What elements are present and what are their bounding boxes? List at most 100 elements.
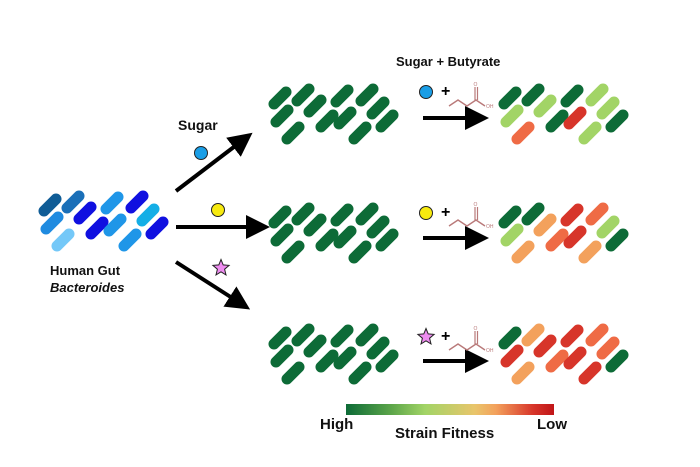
bacterium-rod: [303, 94, 327, 118]
arrow-to-blue-sugar: [174, 132, 253, 193]
plus-sign: +: [441, 83, 450, 100]
bacterium-rod: [366, 215, 390, 239]
arrow-to-star-sugar: [174, 260, 251, 310]
bacterium-rod: [348, 121, 372, 145]
bacterium-rod: [355, 83, 379, 107]
bacterium-rod: [605, 228, 629, 252]
sugar-butyrate-label: Sugar + Butyrate: [396, 54, 501, 69]
bacterium-rod: [291, 323, 315, 347]
sugar-label: Sugar: [178, 117, 218, 133]
bacterium-rod: [578, 240, 602, 264]
bacterium-rod: [38, 193, 62, 217]
bacterium-rod: [355, 202, 379, 226]
bacterium-rod: [268, 326, 292, 350]
bacterium-rod: [585, 83, 609, 107]
star-sugar-bacteria-group: [268, 323, 399, 385]
bacterium-rod: [85, 216, 109, 240]
bacterium-rod: [511, 240, 535, 264]
bacterium-rod: [270, 344, 294, 368]
bacterium-rod: [585, 202, 609, 226]
source-label: Human Gut Bacteroides: [50, 262, 124, 296]
bacterium-rod: [291, 202, 315, 226]
bacterium-rod: [596, 336, 620, 360]
blue-butyrate-bacteria-group: [498, 83, 629, 145]
bacterium-rod: [291, 83, 315, 107]
bacterium-rod: [585, 323, 609, 347]
bacterium-rod: [268, 205, 292, 229]
bacterium-rod: [348, 240, 372, 264]
bacterium-rod: [366, 336, 390, 360]
bacterium-rod: [366, 96, 390, 120]
yellow-butyrate-bacteria-group: [498, 202, 629, 264]
bacterium-rod: [500, 223, 524, 247]
bacterium-rod: [100, 191, 124, 215]
bacterium-rod: [268, 86, 292, 110]
oxygen-atom-label: O: [474, 326, 478, 332]
pink-sugar-star-icon: [416, 327, 436, 345]
bacterium-rod: [521, 202, 545, 226]
bacterium-rod: [118, 228, 142, 252]
bacterium-rod: [563, 346, 587, 370]
hydroxyl-label: OH: [486, 104, 494, 110]
bacterium-rod: [303, 213, 327, 237]
bacterium-rod: [355, 323, 379, 347]
yellow-sugar-circle-icon: [419, 206, 433, 220]
butyrate-chain: [448, 99, 486, 107]
pink-sugar-star-icon: [211, 258, 231, 276]
blue-sugar-bacteria-group: [268, 83, 399, 145]
butyrate-chain: [448, 219, 486, 227]
bacterium-rod: [125, 190, 149, 214]
butyrate-chain: [448, 343, 486, 351]
bacterium-rod: [145, 216, 169, 240]
oxygen-atom-label: O: [474, 82, 478, 88]
bacterium-rod: [40, 211, 64, 235]
bacterium-rod: [51, 228, 75, 252]
bacterium-rod: [281, 361, 305, 385]
butyrate-molecule-icon: O OH: [448, 326, 494, 354]
source-label-line2: Bacteroides: [50, 280, 125, 295]
bacterium-rod: [303, 334, 327, 358]
bacterium-rod: [348, 361, 372, 385]
bacterium-rod: [73, 201, 97, 225]
bacterium-rod: [521, 323, 545, 347]
strain-fitness-gradient-bar: [346, 404, 554, 415]
bacterium-rod: [511, 121, 535, 145]
bacterium-rod: [375, 228, 399, 252]
bacterium-rod: [596, 96, 620, 120]
bacterium-rod: [560, 203, 584, 227]
bacterium-rod: [578, 361, 602, 385]
plus-sign: +: [441, 328, 450, 345]
butyrate-molecule-icon: O OH: [448, 202, 494, 230]
bacterium-rod: [521, 83, 545, 107]
bacterium-rod: [545, 109, 569, 133]
bacterium-rod: [333, 346, 357, 370]
hydroxyl-label: OH: [486, 224, 494, 230]
bacterium-rod: [333, 106, 357, 130]
bacterium-rod: [563, 106, 587, 130]
bacterium-rod: [333, 225, 357, 249]
source-bacteria-group: [38, 190, 169, 252]
butyrate-molecule-icon: O OH: [448, 82, 494, 110]
legend-high-label: High: [320, 416, 354, 433]
bacterium-rod: [330, 84, 354, 108]
legend-low-label: Low: [537, 416, 567, 433]
hydroxyl-label: OH: [486, 348, 494, 354]
bacterium-rod: [578, 121, 602, 145]
bacterium-rod: [596, 215, 620, 239]
bacterium-rod: [136, 203, 160, 227]
bacterium-rod: [605, 349, 629, 373]
bacterium-rod: [281, 240, 305, 264]
bacterium-rod: [281, 121, 305, 145]
bacterium-rod: [533, 94, 557, 118]
bacterium-rod: [330, 203, 354, 227]
bacterium-rod: [270, 104, 294, 128]
yellow-sugar-bacteria-group: [268, 202, 399, 264]
oxygen-atom-label: O: [474, 202, 478, 208]
bacterium-rod: [103, 213, 127, 237]
bacterium-rod: [545, 228, 569, 252]
bacterium-rod: [315, 349, 339, 373]
bacterium-rod: [560, 324, 584, 348]
bacterium-rod: [500, 344, 524, 368]
yellow-sugar-circle-icon: [211, 203, 225, 217]
